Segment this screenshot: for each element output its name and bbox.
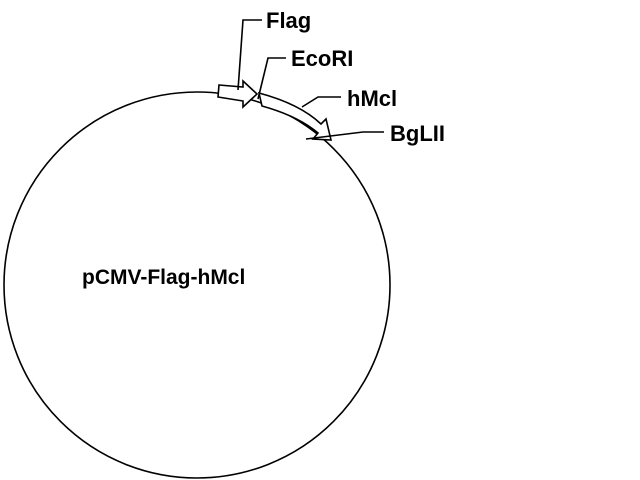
flag-label: Flag [266,8,311,33]
bglii-leader-line [305,131,384,140]
flag-leader-line [237,19,262,91]
ecori-label: EcoRI [291,46,353,71]
hmcl-insert-arrow [257,91,333,141]
hmcl-leader-line [301,96,341,108]
plasmid-name: pCMV-Flag-hMcl [82,266,245,289]
bglii-label: BgLII [390,121,445,146]
hmcl-label: hMcl [347,86,397,111]
flag-tag-arrow [217,79,259,109]
ecori-leader-line [257,57,286,100]
plasmid-backbone-circle [3,91,391,479]
